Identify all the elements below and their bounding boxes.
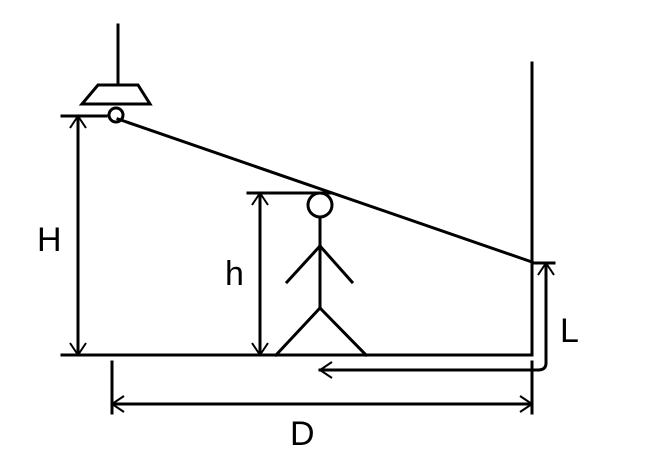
label-H: H <box>37 221 62 259</box>
label-D: D <box>290 415 315 453</box>
person-leg-right <box>317 305 369 358</box>
person-arm-left <box>284 243 323 285</box>
shadow-length-dimension <box>318 261 556 379</box>
person-height-dimension <box>246 191 332 357</box>
label-h: h <box>225 255 244 293</box>
lamp-icon <box>78 23 153 124</box>
label-L: L <box>560 312 579 350</box>
lamp-shade <box>78 83 153 106</box>
person-leg-left <box>273 305 323 358</box>
lamp-bulb <box>107 106 125 124</box>
lamp-height-dimension <box>60 114 108 357</box>
person-arm-right <box>317 243 355 285</box>
person-head <box>306 191 334 219</box>
distance-dimension <box>110 360 534 415</box>
light-ray <box>116 117 534 264</box>
person-icon <box>273 191 369 358</box>
